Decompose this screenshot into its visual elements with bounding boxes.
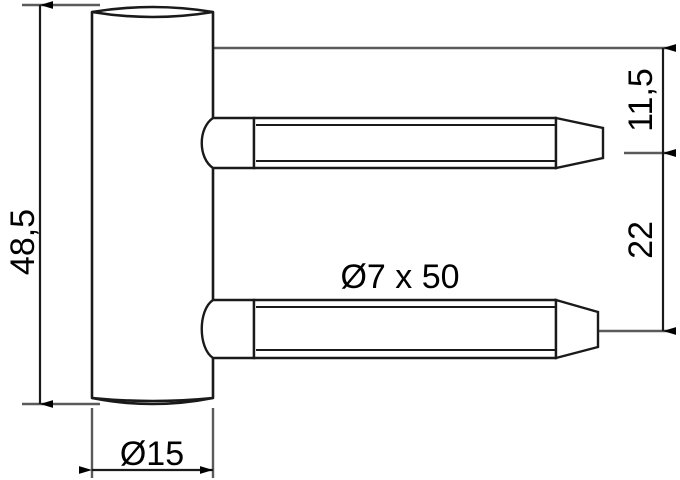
- upper-pin-taper: [554, 116, 605, 170]
- base-plate-outline: [90, 5, 215, 406]
- upper-pin: [200, 116, 605, 170]
- dimension-label-top-offset: 11,5: [622, 68, 660, 132]
- base-plate-top-edge: [91, 10, 214, 19]
- dimension-top-offset: 11,5: [622, 44, 676, 157]
- lower-pin: [200, 298, 600, 360]
- lower-pin-root-dome: [200, 298, 256, 360]
- dimension-label-overall-height: 48,5: [4, 209, 42, 275]
- dimension-label-plate-thickness: Ø15: [120, 435, 184, 473]
- lower-pin-taper: [554, 298, 600, 360]
- annotation-pin-spec: Ø7 x 50: [340, 258, 459, 296]
- extension-lines: [22, 3, 676, 478]
- base-plate-bottom-edge: [91, 396, 214, 403]
- dimension-label-pin-spacing: 22: [622, 221, 660, 259]
- dimension-pin-spacing: 22: [622, 149, 676, 335]
- dimension-overall-height: 48,5: [4, 1, 53, 408]
- dimension-plate-thickness: Ø15: [79, 435, 213, 474]
- base-plate: [90, 5, 215, 406]
- upper-pin-root-dome: [200, 116, 256, 170]
